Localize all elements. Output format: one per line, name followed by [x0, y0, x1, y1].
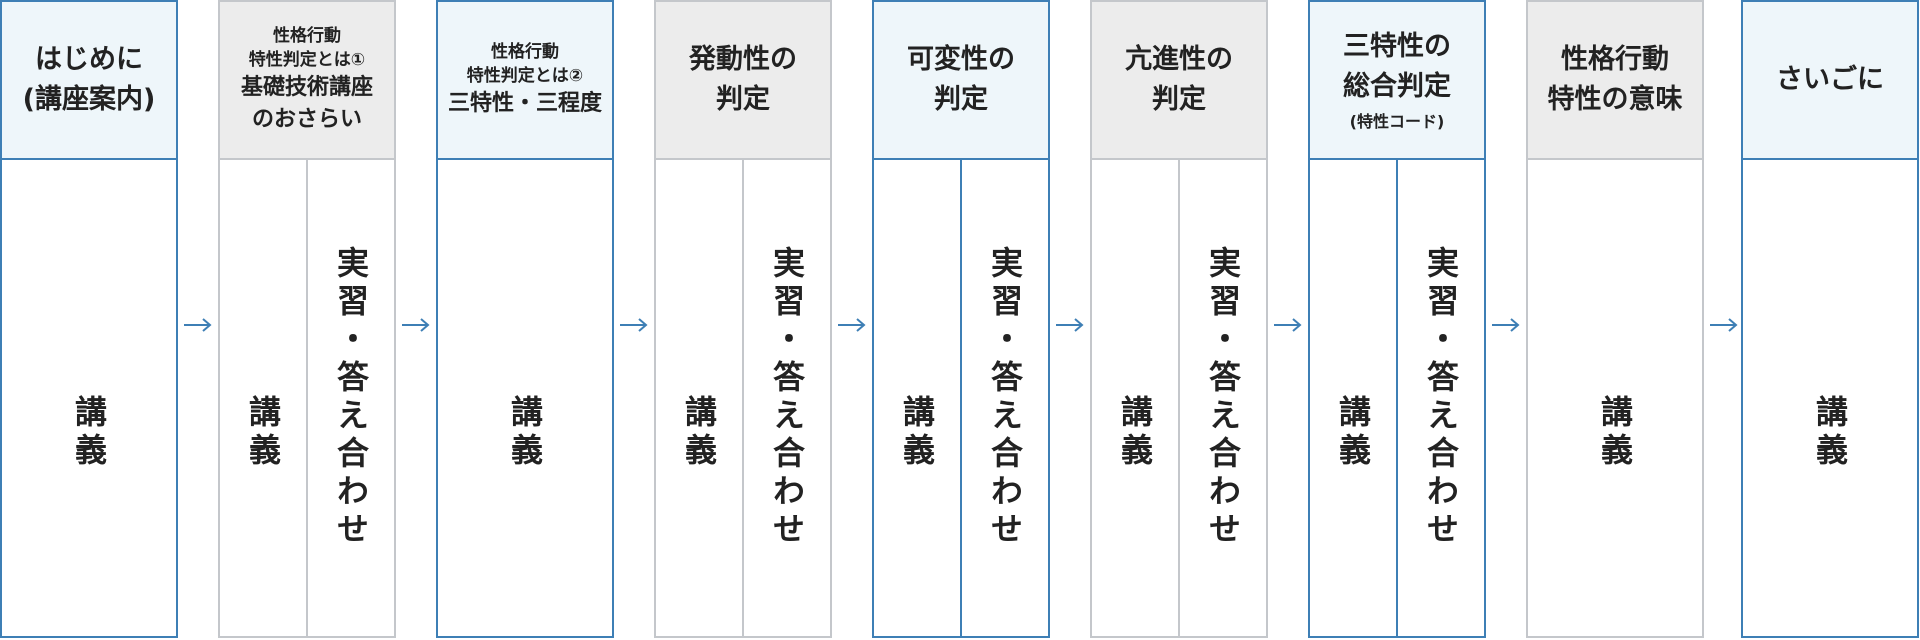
step-header: 性格行動 特性判定とは① 基礎技術講座 のおさらい — [220, 2, 394, 160]
step-basic-review: 性格行動 特性判定とは① 基礎技術講座 のおさらい 講義 実習・答え合わせ — [218, 0, 396, 638]
lecture-label: 講義 — [244, 395, 282, 471]
lecture-label: 講義 — [680, 395, 718, 471]
step-title-line-2: 判定 — [716, 84, 770, 115]
step-activity-judgement: 発動性の 判定 講義 実習・答え合わせ — [654, 0, 832, 638]
lecture-label: 講義 — [70, 395, 108, 471]
step-hyperactivity-judgement: 亢進性の 判定 講義 実習・答え合わせ — [1090, 0, 1268, 638]
step-subtitle-line-1: 性格行動 — [273, 26, 341, 46]
step-title-line-1: 発動性の — [689, 44, 797, 75]
practice-label: 実習・答え合わせ — [1204, 246, 1242, 550]
step-title-line-2: 特性の意味 — [1547, 84, 1683, 115]
step-introduction: はじめに (講座案内) 講義 — [0, 0, 178, 638]
step-closing: さいごに 講義 — [1741, 0, 1919, 638]
lecture-label: 講義 — [506, 395, 544, 471]
step-header: 亢進性の 判定 — [1092, 2, 1266, 160]
step-title-line-1: 三特性の — [1343, 31, 1451, 62]
step-header: さいごに — [1743, 2, 1917, 160]
practice-column: 実習・答え合わせ — [1178, 160, 1266, 636]
arrow-right-icon — [616, 317, 652, 333]
step-header: 性格行動 特性の意味 — [1528, 2, 1702, 160]
step-three-traits: 性格行動 特性判定とは② 三特性・三程度 講義 — [436, 0, 614, 638]
step-title-line-1: さいごに — [1776, 64, 1884, 95]
practice-column: 実習・答え合わせ — [960, 160, 1048, 636]
step-trait-meaning: 性格行動 特性の意味 講義 — [1526, 0, 1704, 638]
lecture-column: 講義 — [1528, 160, 1702, 636]
arrow-right-icon — [1706, 317, 1742, 333]
arrow-right-icon — [398, 317, 434, 333]
step-title-line-1: 亢進性の — [1125, 44, 1233, 75]
step-title-line-1: 可変性の — [907, 44, 1015, 75]
step-header: 発動性の 判定 — [656, 2, 830, 160]
practice-column: 実習・答え合わせ — [306, 160, 394, 636]
practice-label: 実習・答え合わせ — [768, 246, 806, 550]
lecture-label: 講義 — [1334, 395, 1372, 471]
step-subtitle-line-2: 特性判定とは① — [248, 50, 366, 70]
step-header: 性格行動 特性判定とは② 三特性・三程度 — [438, 2, 612, 160]
step-title-line-2: 総合判定 — [1343, 71, 1451, 102]
lecture-column: 講義 — [874, 160, 960, 636]
lecture-column: 講義 — [220, 160, 306, 636]
lecture-column: 講義 — [1743, 160, 1917, 636]
lecture-column: 講義 — [2, 160, 176, 636]
lecture-label: 講義 — [1596, 395, 1634, 471]
step-title-line-2: 判定 — [1152, 84, 1206, 115]
arrow-right-icon — [180, 317, 216, 333]
lecture-label: 講義 — [1116, 395, 1154, 471]
step-title-line-1: 基礎技術講座 — [240, 75, 373, 100]
arrow-right-icon — [834, 317, 870, 333]
step-note: (特性コード) — [1349, 112, 1445, 131]
lecture-column: 講義 — [1092, 160, 1178, 636]
step-header: 三特性の 総合判定 (特性コード) — [1310, 2, 1484, 160]
step-title-line-2: 判定 — [934, 84, 988, 115]
practice-column: 実習・答え合わせ — [1396, 160, 1484, 636]
step-title-line-1: はじめに — [35, 44, 143, 75]
lecture-label: 講義 — [1811, 395, 1849, 471]
practice-label: 実習・答え合わせ — [332, 246, 370, 550]
step-subtitle-line-2: 特性判定とは② — [466, 66, 584, 86]
step-title-line-2: (講座案内) — [22, 84, 156, 115]
step-subtitle-line-1: 性格行動 — [491, 42, 559, 62]
practice-label: 実習・答え合わせ — [1422, 246, 1460, 550]
practice-column: 実習・答え合わせ — [742, 160, 830, 636]
arrow-right-icon — [1488, 317, 1524, 333]
lecture-column: 講義 — [1310, 160, 1396, 636]
step-header: はじめに (講座案内) — [2, 2, 176, 160]
step-title-line-2: のおさらい — [251, 107, 362, 132]
lecture-column: 講義 — [656, 160, 742, 636]
lecture-label: 講義 — [898, 395, 936, 471]
practice-label: 実習・答え合わせ — [986, 246, 1024, 550]
step-title-line-1: 性格行動 — [1561, 44, 1669, 75]
arrow-right-icon — [1270, 317, 1306, 333]
lecture-column: 講義 — [438, 160, 612, 636]
step-overall-judgement: 三特性の 総合判定 (特性コード) 講義 実習・答え合わせ — [1308, 0, 1486, 638]
step-title-line-1: 三特性・三程度 — [447, 91, 602, 116]
step-variability-judgement: 可変性の 判定 講義 実習・答え合わせ — [872, 0, 1050, 638]
step-header: 可変性の 判定 — [874, 2, 1048, 160]
arrow-right-icon — [1052, 317, 1088, 333]
